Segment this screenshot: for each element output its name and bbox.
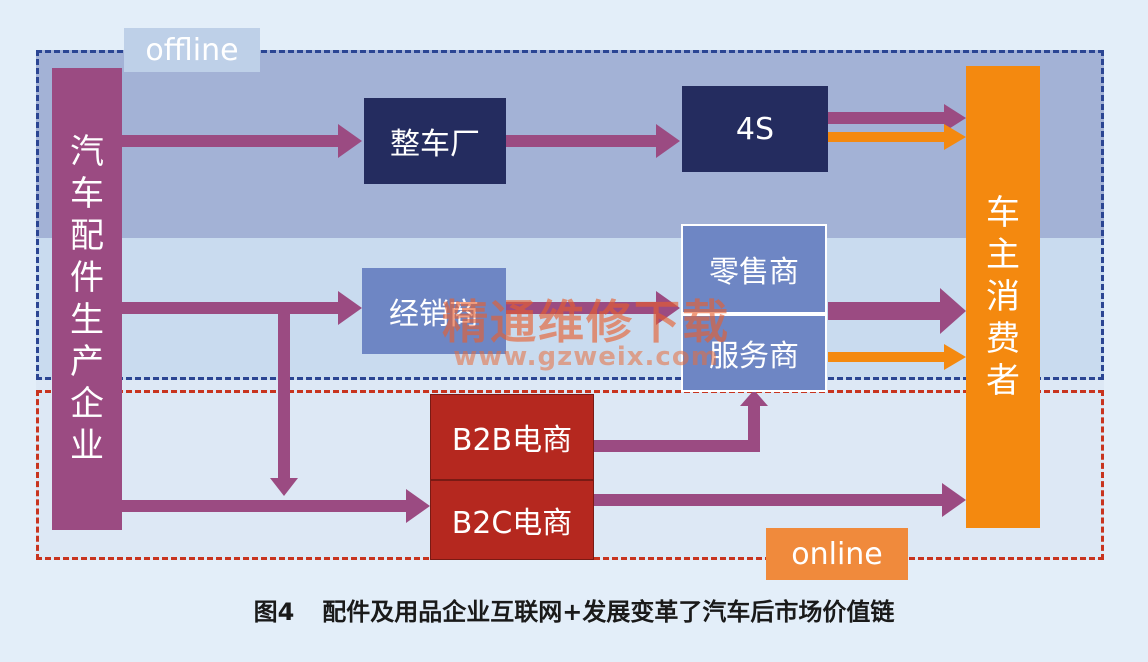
arrow-b2c-to-consumer [594, 494, 944, 506]
flow-arrows [122, 104, 966, 523]
caption-text: 配件及用品企业互联网+发展变革了汽车后市场价值链 [322, 598, 895, 626]
retailer-box: 零售商 [681, 224, 827, 314]
4s-box: 4S [682, 86, 828, 172]
consumer-box: 车 主 消 费 者 [966, 66, 1040, 528]
distributor-box: 经销商 [362, 268, 506, 354]
consumer-char: 者 [986, 361, 1020, 401]
figure-caption: 图4 配件及用品企业互联网+发展变革了汽车后市场价值链 [0, 592, 1148, 642]
arrow-retail-to-consumer-head [940, 288, 966, 334]
b2b-box: B2B电商 [430, 394, 594, 480]
arrow-branch-down [278, 310, 290, 480]
arrow-4s-to-consumer-head [944, 104, 966, 132]
arrow-producer-to-b2c-head [406, 489, 430, 523]
arrow-4s-to-consumer [828, 112, 946, 124]
consumer-char: 车 [986, 193, 1020, 233]
figure-number: 图4 [253, 598, 295, 626]
producer-char: 汽 [70, 132, 104, 172]
arrow-4s-to-consumer-secondary [828, 132, 946, 142]
producer-char: 配 [70, 216, 104, 256]
producer-box: 汽 车 配 件 生 产 企 业 [52, 68, 122, 530]
arrow-service-to-consumer-secondary-head [944, 344, 966, 370]
arrow-b2b-to-service-h [594, 440, 754, 452]
arrow-4s-to-consumer-secondary-head [944, 124, 966, 150]
consumer-char: 费 [986, 319, 1020, 359]
arrow-branch-down-head [270, 478, 298, 496]
arrow-distributor-to-retail-head [656, 291, 680, 325]
arrow-producer-to-factory-head [338, 124, 362, 158]
producer-char: 车 [70, 174, 104, 214]
arrow-factory-to-4s [506, 135, 658, 147]
producer-char: 企 [70, 384, 104, 424]
producer-char: 件 [70, 258, 104, 298]
service-provider-box: 服务商 [681, 314, 827, 392]
arrow-producer-to-distributor-head [338, 291, 362, 325]
producer-char: 生 [70, 300, 104, 340]
producer-char: 业 [70, 426, 104, 466]
consumer-char: 消 [986, 277, 1020, 317]
arrow-producer-to-b2c [122, 500, 408, 512]
offline-label: offline [124, 28, 260, 72]
arrow-producer-to-factory [122, 135, 340, 147]
arrow-b2b-to-service-head [740, 390, 768, 406]
offline-zone-border [36, 50, 1104, 380]
arrow-b2b-to-service-v [748, 404, 760, 452]
arrow-factory-to-4s-head [656, 124, 680, 158]
arrow-service-to-consumer-secondary [828, 352, 946, 362]
value-chain-diagram: offline [36, 28, 1104, 580]
factory-box: 整车厂 [364, 98, 506, 184]
arrow-producer-to-distributor [122, 302, 340, 314]
arrow-retail-to-consumer [828, 302, 944, 320]
producer-char: 产 [70, 342, 104, 382]
arrow-b2c-to-consumer-head [942, 483, 966, 517]
b2c-box: B2C电商 [430, 480, 594, 560]
online-label: online [766, 528, 908, 580]
arrow-distributor-to-retail [506, 302, 658, 314]
consumer-char: 主 [986, 235, 1020, 275]
